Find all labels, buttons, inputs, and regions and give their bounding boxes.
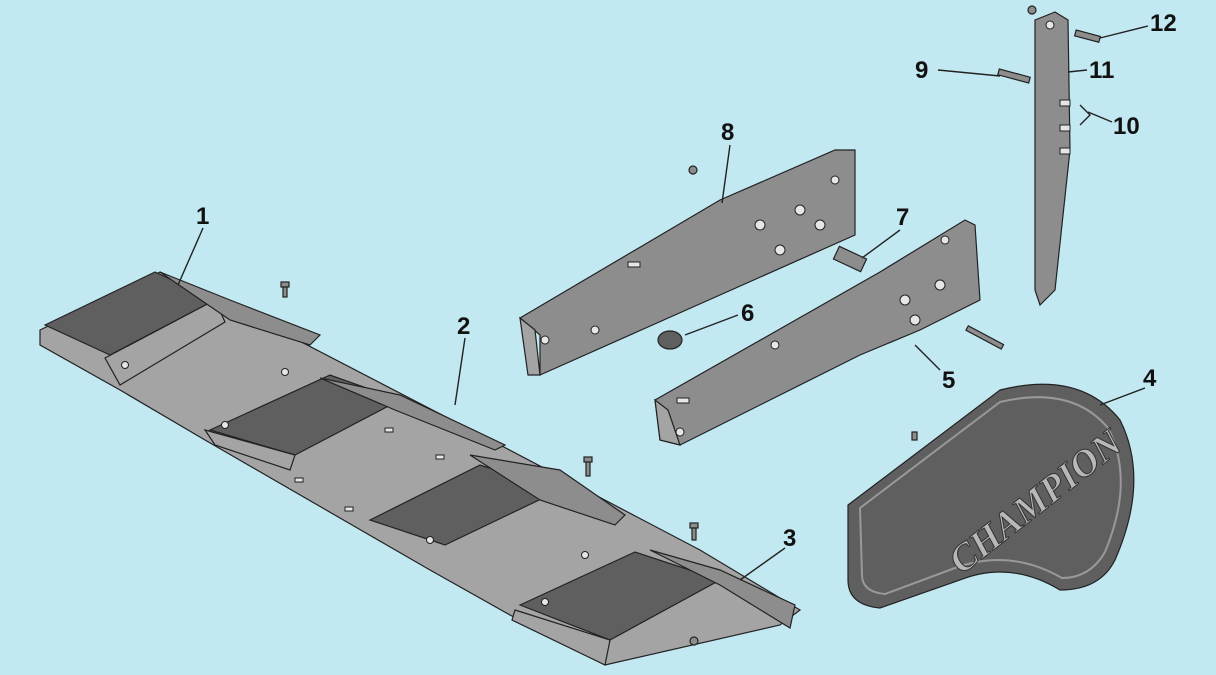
champion-cover: CHAMPION [847,383,1135,609]
callout-2: 2 [457,313,470,340]
callout-10: 10 [1113,113,1140,140]
callout-4: 4 [1143,365,1157,392]
bracket-8 [518,149,856,376]
callout-12: 12 [1150,10,1177,37]
bracket-5 [654,219,981,446]
callout-5: 5 [942,367,955,394]
callout-9: 9 [915,57,928,84]
screws [280,165,918,646]
callout-11: 11 [1089,57,1114,84]
bolt [965,325,1005,350]
callout-7: 7 [896,204,909,231]
leader-lines [177,25,1149,581]
base-plate-assembly [39,271,802,666]
callout-6: 6 [741,300,754,327]
callout-labels: 1 2 3 4 5 6 7 8 9 10 11 12 [196,10,1177,552]
bar-11 [1027,5,1071,307]
callout-8: 8 [721,119,734,146]
spacers [657,245,868,350]
callout-3: 3 [783,525,796,552]
cotter-pin [1079,104,1091,126]
bolts-9-12 [997,29,1102,126]
callout-1: 1 [196,203,209,230]
